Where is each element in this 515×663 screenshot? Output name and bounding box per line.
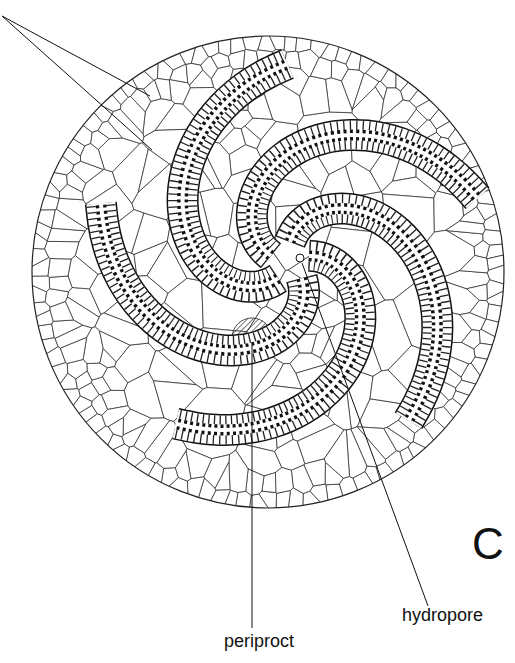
plate <box>276 490 291 513</box>
body-outline <box>32 36 504 508</box>
plate <box>27 362 68 405</box>
plate <box>27 56 103 133</box>
ambulacrum <box>101 203 304 350</box>
ambulacrum <box>101 203 304 350</box>
plate <box>149 31 186 70</box>
plate <box>302 491 330 513</box>
plate <box>155 79 172 101</box>
plate <box>353 472 391 513</box>
plate <box>27 426 113 513</box>
plate <box>424 419 509 507</box>
plate <box>27 83 92 146</box>
hydropore-mark <box>296 254 304 262</box>
plate <box>310 57 331 79</box>
leader-line <box>2 16 152 150</box>
plate <box>241 126 261 149</box>
plate <box>296 31 313 52</box>
ambulacrum <box>183 64 288 287</box>
plate <box>138 149 169 192</box>
plate <box>376 462 423 513</box>
ambulacrum <box>252 135 478 256</box>
ambulacra <box>101 64 478 430</box>
plate <box>49 276 72 292</box>
plate <box>45 241 79 259</box>
plate <box>444 398 509 483</box>
plate <box>401 31 465 101</box>
ambulacrum <box>252 135 478 256</box>
leader-line <box>252 345 253 628</box>
plate <box>122 424 146 447</box>
plate <box>291 465 313 494</box>
plate <box>40 444 130 513</box>
plate <box>228 50 245 69</box>
plate <box>48 259 71 278</box>
plate <box>339 476 366 513</box>
plate <box>452 391 509 444</box>
plate <box>272 364 302 389</box>
plate <box>448 71 509 147</box>
plate <box>409 31 509 108</box>
plate <box>462 119 509 169</box>
plate <box>186 63 203 85</box>
plate <box>103 367 128 391</box>
figure-letter: C <box>470 520 506 568</box>
plate <box>170 64 188 83</box>
ambulacrum <box>290 209 437 421</box>
plate <box>27 276 50 292</box>
ambulacrum <box>252 135 478 256</box>
plate <box>365 466 388 508</box>
plate <box>27 405 97 466</box>
plate <box>101 457 155 513</box>
plate <box>460 255 489 272</box>
plate <box>54 31 129 105</box>
plate <box>246 469 264 495</box>
plate <box>352 73 379 109</box>
plate <box>325 462 343 484</box>
plate <box>487 254 509 270</box>
plate <box>27 210 55 228</box>
plate <box>229 450 248 492</box>
plate <box>430 41 509 129</box>
plate <box>211 53 230 69</box>
leader-line <box>302 263 428 606</box>
plate <box>52 320 83 338</box>
part-label: periproct <box>222 632 296 652</box>
plate <box>105 31 158 80</box>
plate <box>400 447 442 513</box>
ambulacrum <box>252 135 478 256</box>
plate <box>27 302 50 321</box>
plate <box>434 407 509 488</box>
ambulacrum <box>290 209 437 421</box>
plate <box>267 31 285 50</box>
plate <box>56 198 88 229</box>
leader-line <box>2 16 150 96</box>
plate <box>27 110 85 156</box>
plate <box>396 31 454 91</box>
plate <box>326 484 348 513</box>
plate <box>275 467 293 493</box>
plate <box>446 221 485 234</box>
ambulacrum <box>252 135 478 256</box>
plate <box>408 442 509 513</box>
plate <box>114 44 154 89</box>
plate <box>68 256 98 289</box>
plate <box>284 31 297 52</box>
plate <box>460 313 486 331</box>
plate <box>27 414 106 484</box>
plate <box>218 31 231 56</box>
part-label: hydropore <box>400 606 485 626</box>
plate <box>77 31 137 97</box>
plate <box>467 284 488 300</box>
plate <box>27 389 80 457</box>
